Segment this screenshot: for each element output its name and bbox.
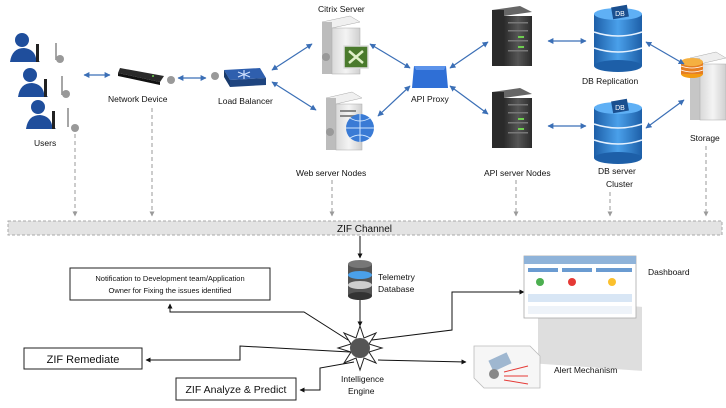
dashboard-label: Dashboard <box>648 267 690 277</box>
telemetry-label-line1: Telemetry <box>378 272 416 282</box>
channel-drops <box>72 108 709 217</box>
web-server-icon <box>325 91 374 151</box>
db-cluster-label-line2: Cluster <box>606 179 633 189</box>
engine-connectors <box>145 289 525 393</box>
citrix-server-label: Citrix Server <box>318 4 365 14</box>
storage-icon <box>680 51 726 121</box>
zif-remediate-label: ZIF Remediate <box>47 354 120 366</box>
api-server-top-icon <box>492 6 532 66</box>
db-cluster-label-line1: DB server <box>598 166 636 176</box>
zif-analyze-label: ZIF Analyze & Predict <box>186 384 287 396</box>
network-device-icon <box>118 68 175 85</box>
dashboard-icon <box>523 255 642 371</box>
engine-label-line1: Intelligence <box>341 374 384 384</box>
web-server-label: Web server Nodes <box>296 168 366 178</box>
zif-channel-label: ZIF Channel <box>337 224 392 235</box>
zif-channel-bar <box>7 220 723 236</box>
zif-remediate-box <box>23 347 143 370</box>
db-replication-label: DB Replication <box>582 76 638 86</box>
network-device-label: Network Device <box>108 94 168 104</box>
storage-label: Storage <box>690 133 720 143</box>
api-proxy-label: API Proxy <box>411 94 450 104</box>
db-replication-icon: DB <box>593 4 643 72</box>
api-server-bottom-icon <box>492 88 532 148</box>
notification-text-line1: Notification to Development team/Applica… <box>95 274 244 283</box>
load-balancer-label: Load Balancer <box>218 96 273 106</box>
notification-box <box>69 267 271 301</box>
notification-text-line2: Owner for Fixing the issues identified <box>109 286 232 295</box>
users-icon <box>10 33 79 132</box>
api-proxy-icon <box>412 66 448 88</box>
load-balancer-icon <box>211 68 266 87</box>
intelligence-engine-icon <box>336 324 384 372</box>
citrix-server-icon <box>321 15 369 75</box>
api-server-label: API server Nodes <box>484 168 551 178</box>
alert-mechanism-icon <box>473 345 541 389</box>
telemetry-db-icon <box>348 260 372 300</box>
db-badge-bottom: DB <box>615 105 625 112</box>
engine-label-line2: Engine <box>348 386 375 396</box>
db-cluster-icon: DB <box>593 98 643 164</box>
alert-mechanism-label: Alert Mechanism <box>554 365 617 375</box>
connection-arrows <box>83 38 685 129</box>
users-label: Users <box>34 138 56 148</box>
telemetry-label-line2: Database <box>378 284 415 294</box>
zif-analyze-box <box>175 377 297 401</box>
db-badge-top: DB <box>615 11 625 18</box>
